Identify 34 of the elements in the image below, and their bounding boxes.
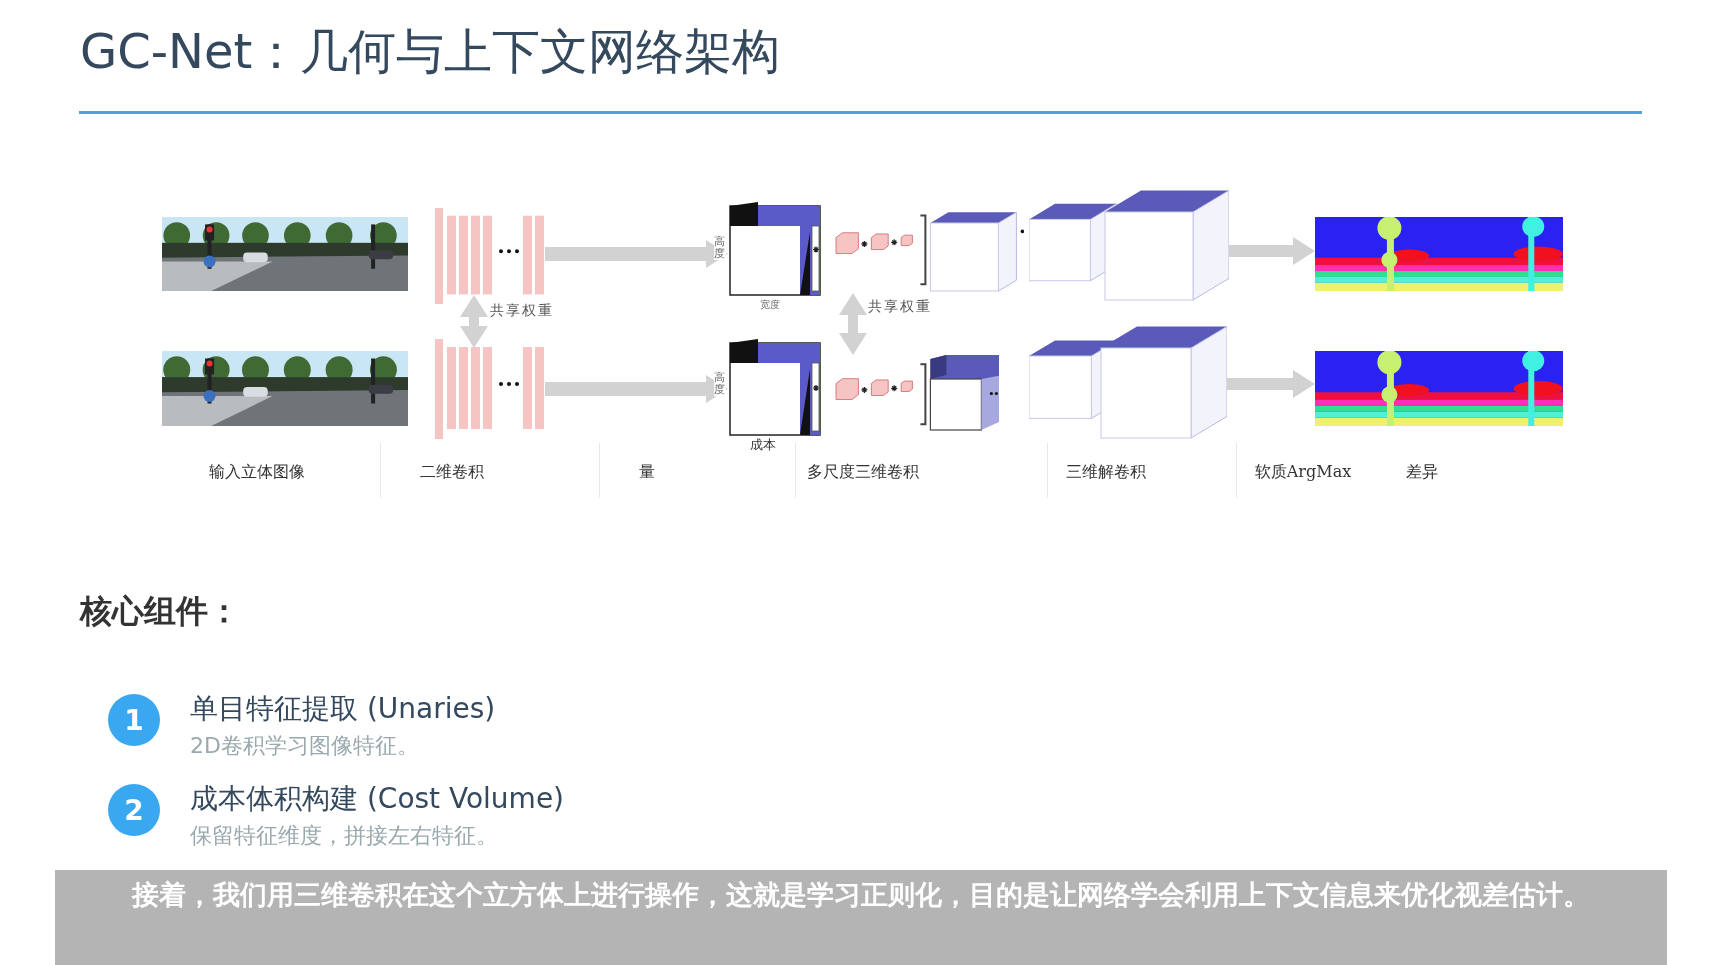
street-photo — [162, 217, 408, 291]
column-label: 三维解卷积 — [1066, 462, 1146, 482]
arrow — [545, 375, 728, 403]
slide-title: GC-Net：几何与上下文网络架构 — [80, 24, 781, 80]
column-label: 多尺度三维卷积 — [807, 462, 919, 482]
conv-cube-drawing — [834, 355, 999, 432]
axis-label: 宽度 — [760, 299, 780, 311]
disparity-map — [1315, 351, 1563, 426]
street-photo — [162, 351, 408, 426]
subtitle-caption: 接着，我们用三维卷积在这个立方体上进行操作，这就是学习正则化，目的是让网络学会利用上下文信息来优化视差估计。 — [55, 870, 1667, 965]
section-heading: 核心组件： — [80, 592, 240, 631]
column-label: 差异 — [1406, 462, 1438, 482]
step-number-circle: 2 — [108, 784, 160, 836]
axis-label: 高度 — [714, 236, 726, 261]
arrow — [1227, 370, 1315, 398]
edge-label: 共享权重 — [490, 302, 554, 320]
cost-volume-cube — [728, 202, 824, 297]
feature-map-stack — [435, 208, 545, 304]
edge-label: 共享权重 — [868, 298, 932, 316]
item-title: 单目特征提取 (Unaries) — [190, 692, 496, 726]
cost-volume-cube — [728, 339, 824, 437]
step-number-circle: 1 — [108, 694, 160, 746]
double-arrow — [460, 295, 488, 348]
feature-map-stack — [435, 339, 545, 439]
arrow — [1229, 237, 1315, 265]
axis-label: 成本 — [750, 437, 776, 453]
disparity-map — [1315, 217, 1563, 291]
column-label: 输入立体图像 — [209, 462, 305, 482]
axis-label: 高度 — [714, 372, 726, 397]
double-arrow — [839, 293, 867, 355]
column-label: 软质ArgMax — [1254, 462, 1352, 482]
column-label: 二维卷积 — [420, 462, 484, 482]
column-label: 量 — [639, 462, 655, 482]
arrow — [545, 240, 728, 268]
